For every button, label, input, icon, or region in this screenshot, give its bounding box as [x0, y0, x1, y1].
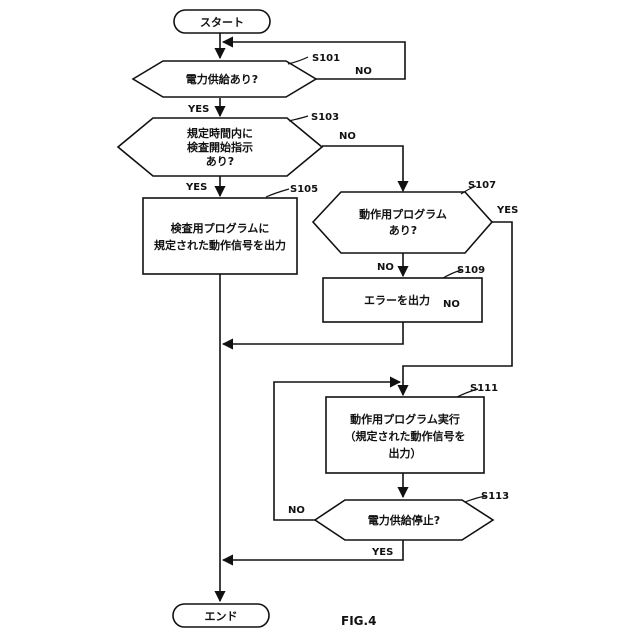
s111-line-3: 出力） [389, 446, 422, 460]
s101-leader [288, 57, 308, 64]
s113-id: S113 [481, 491, 509, 502]
decision-s107: 動作用プログラム あり? S107 YES NO [313, 180, 518, 273]
s111-id: S111 [470, 383, 498, 394]
s107-no-label: NO [377, 262, 394, 273]
process-s105: 検査用プログラムに 規定された動作信号を出力 S105 [143, 184, 318, 274]
s111-line-1: 動作用プログラム実行 [350, 412, 460, 426]
end-label: エンド [205, 610, 238, 623]
s105-id: S105 [290, 184, 318, 195]
s113-no-label: NO [288, 505, 305, 516]
process-s111: 動作用プログラム実行 （規定された動作信号を 出力） S111 [326, 383, 498, 473]
s105-line-1: 検査用プログラムに [171, 221, 270, 235]
start-terminal: スタート [174, 10, 270, 33]
s103-line-1: 規定時間内に [187, 126, 253, 140]
decision-s113: 電力供給停止? S113 NO YES [288, 491, 509, 558]
start-label: スタート [200, 16, 244, 29]
s105-line-2: 規定された動作信号を出力 [154, 238, 286, 252]
s101-question: 電力供給あり? [186, 72, 258, 86]
s103-line-3: あり? [206, 155, 234, 168]
s113-question: 電力供給停止? [368, 513, 440, 527]
figure-label: FIG.4 [341, 614, 376, 628]
s107-id: S107 [468, 180, 496, 191]
end-terminal: エンド [173, 604, 269, 627]
s103-id: S103 [311, 112, 339, 123]
s107-line-1: 動作用プログラム [359, 207, 447, 221]
s107-yes-label: YES [496, 205, 518, 216]
arrow-s103-no-to-s107 [322, 146, 403, 191]
decision-s103: 規定時間内に 検査開始指示 あり? S103 NO YES [118, 112, 356, 193]
s101-id: S101 [312, 53, 340, 64]
s109-label: エラーを出力 [364, 293, 430, 307]
s103-yes-label: YES [185, 182, 207, 193]
decision-s101: 電力供給あり? S101 NO YES [133, 53, 372, 115]
s103-no-label: NO [339, 131, 356, 142]
arrow-s109-to-main [223, 322, 403, 344]
s105-leader [266, 189, 289, 197]
s103-line-2: 検査開始指示 [187, 140, 253, 154]
s109-extra-text: NO [443, 299, 460, 310]
process-s109: エラーを出力 NO S109 [323, 265, 485, 322]
s111-line-2: （規定された動作信号を [345, 429, 466, 443]
s103-leader [289, 116, 308, 121]
s101-no-label: NO [355, 66, 372, 77]
s113-yes-label: YES [371, 547, 393, 558]
s107-line-2: あり? [389, 224, 417, 237]
s101-yes-label: YES [187, 104, 209, 115]
s109-id: S109 [457, 265, 485, 276]
